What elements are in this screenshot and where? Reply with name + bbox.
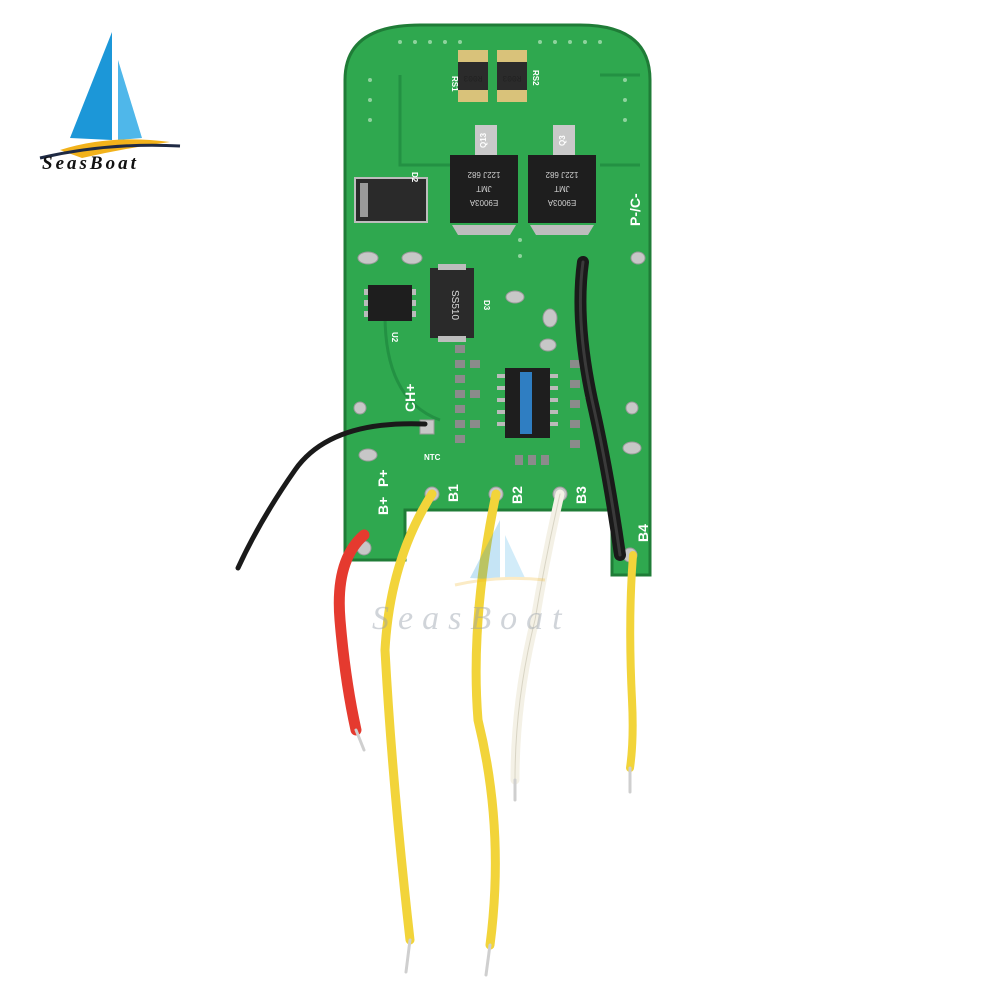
label-b4: B4 bbox=[635, 524, 651, 542]
svg-text:D3: D3 bbox=[482, 300, 491, 311]
label-b-plus: B+ bbox=[375, 497, 391, 515]
svg-text:SS510: SS510 bbox=[449, 290, 460, 320]
seasboat-logo bbox=[39, 32, 181, 160]
b2-wire bbox=[471, 489, 501, 950]
mosfet-q3: Q3 122J 682 JMT E9003A bbox=[528, 125, 596, 235]
ntc-wire bbox=[235, 421, 428, 571]
ic-u2: U2 bbox=[364, 285, 416, 343]
svg-text:122J 682: 122J 682 bbox=[545, 170, 578, 179]
protection-ic bbox=[497, 368, 558, 438]
b4-wire bbox=[626, 551, 637, 772]
wires bbox=[235, 256, 637, 977]
svg-text:D2: D2 bbox=[410, 172, 419, 183]
via-dots bbox=[368, 40, 627, 258]
svg-text:Q13: Q13 bbox=[479, 132, 488, 148]
svg-text:JMT: JMT bbox=[554, 184, 570, 193]
label-p-minus-c-minus: P-/C- bbox=[627, 193, 643, 226]
label-ntc: NTC bbox=[424, 453, 441, 462]
svg-text:E9003A: E9003A bbox=[547, 198, 576, 207]
b-plus-wire bbox=[333, 529, 370, 736]
label-ch-plus: CH+ bbox=[402, 384, 418, 412]
svg-text:Q3: Q3 bbox=[558, 135, 567, 146]
diode-d2: D2 bbox=[354, 172, 428, 223]
mosfet-q13: Q13 122J 682 JMT E9003A bbox=[450, 125, 518, 235]
svg-text:R003: R003 bbox=[502, 73, 521, 82]
watermark-graphic bbox=[454, 520, 546, 587]
svg-text:R003: R003 bbox=[463, 73, 482, 82]
svg-text:122J 682: 122J 682 bbox=[467, 170, 500, 179]
label-b2: B2 bbox=[509, 486, 525, 504]
svg-text:RS2: RS2 bbox=[531, 70, 540, 86]
b1-wire bbox=[380, 489, 437, 945]
svg-text:JMT: JMT bbox=[476, 184, 492, 193]
shunt-resistor-rs1: R003 RS1 bbox=[450, 50, 488, 102]
label-b3: B3 bbox=[573, 486, 589, 504]
logo-text: SeasBoat bbox=[42, 153, 139, 174]
watermark-text: SeasBoat bbox=[372, 600, 571, 637]
label-b1: B1 bbox=[445, 484, 461, 502]
svg-text:U2: U2 bbox=[390, 332, 399, 343]
svg-text:E9003A: E9003A bbox=[469, 198, 498, 207]
diode-ss510: SS510 D3 bbox=[430, 264, 491, 342]
label-p-plus: P+ bbox=[375, 469, 391, 487]
shunt-resistor-rs2: R003 RS2 bbox=[497, 50, 540, 102]
svg-text:RS1: RS1 bbox=[450, 76, 459, 92]
